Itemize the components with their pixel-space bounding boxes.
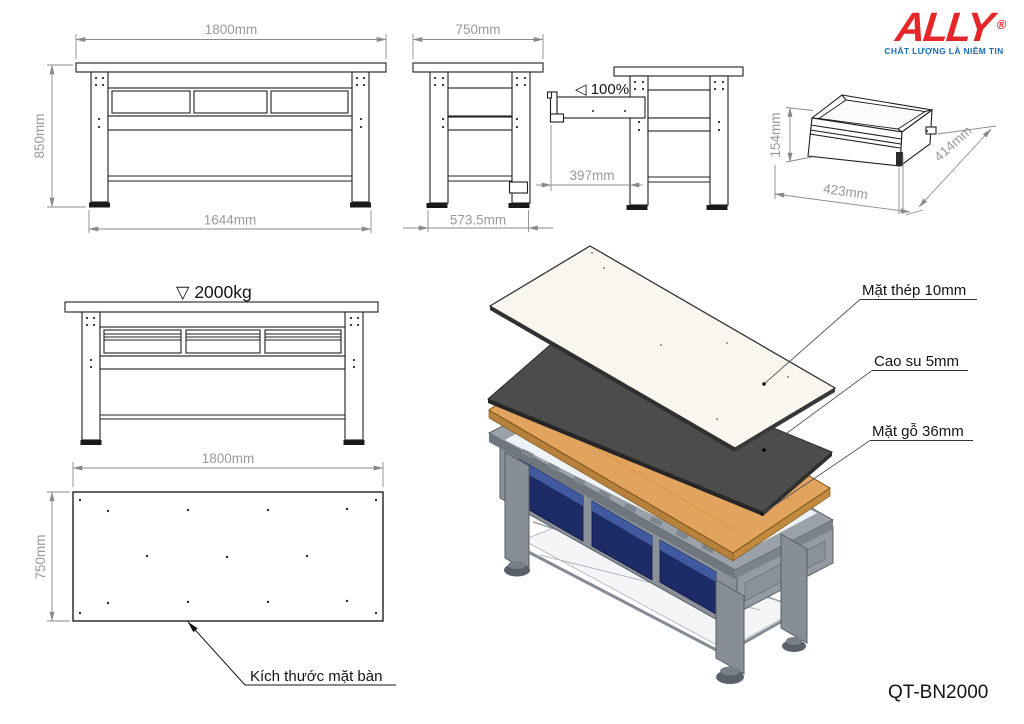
svg-text:750mm: 750mm: [455, 22, 500, 37]
brand-tagline: CHẤT LƯỢNG LÀ NIỀM TIN: [884, 46, 1004, 56]
svg-text:573.5mm: 573.5mm: [450, 213, 506, 228]
svg-text:1644mm: 1644mm: [204, 213, 257, 228]
leveling-foot: [350, 202, 371, 208]
svg-text:154mm: 154mm: [768, 112, 783, 157]
rubber-callout: Cao su 5mm: [762, 353, 968, 452]
dim-side-foot-span: 573.5mm: [403, 210, 553, 232]
bolt-holes: [85, 316, 360, 369]
leveling-foot: [343, 440, 365, 445]
model-code: QT-BN2000: [888, 682, 988, 703]
screw-holes: [78, 498, 378, 615]
bolt-holes: [94, 76, 366, 129]
leveling-foot: [706, 205, 728, 210]
extension-percent-label: ◁ 100%: [575, 81, 629, 98]
steel-layer-label: Mặt thép 10mm: [862, 282, 966, 299]
bolt-holes: [633, 80, 725, 132]
bench-leg: [504, 451, 530, 577]
leveling-foot: [80, 440, 102, 445]
leveling-foot: [426, 203, 448, 208]
tabletop-note-callout: Kích thước mặt bàn: [187, 621, 396, 686]
screw-holes: [590, 251, 790, 421]
drawer-slides: [520, 448, 715, 554]
steel-callout: Mặt thép 10mm: [762, 282, 977, 386]
extended-drawer: [546, 91, 646, 123]
svg-text:750mm: 750mm: [33, 534, 48, 579]
load-capacity-view: ▽ 2000kg: [64, 282, 379, 445]
wood-callout: Mặt gỗ 36mm: [760, 423, 973, 516]
rubber-layer: [487, 338, 833, 516]
bench-leg: [780, 533, 808, 652]
dim-extension: 397mm: [536, 125, 643, 191]
wood-layer-label: Mặt gỗ 36mm: [872, 423, 964, 440]
svg-text:1800mm: 1800mm: [202, 451, 255, 466]
leveling-foot: [508, 203, 530, 208]
dim-drawer-width: 423mm: [774, 156, 911, 214]
front-view-drawing: 1800mm 850mm 1644mm: [32, 22, 387, 233]
tabletop-plan-view: 1800mm 750mm Kích thước mặt bàn: [33, 451, 396, 686]
drawer-fronts: [103, 329, 342, 354]
exploded-assembly-view: Mặt thép 10mm Cao su 5mm Mặt gỗ 36mm: [487, 245, 977, 684]
rubber-layer-label: Cao su 5mm: [874, 353, 959, 370]
dim-front-foot-span: 1644mm: [88, 210, 372, 233]
drawer-front: [591, 500, 653, 581]
dim-front-height: 850mm: [32, 64, 86, 208]
leveling-foot: [89, 202, 110, 208]
svg-text:397mm: 397mm: [569, 168, 614, 183]
svg-text:1800mm: 1800mm: [205, 22, 258, 37]
side-view-drawing: 750mm 573.5mm: [403, 22, 553, 232]
brand-name: ALLY®: [893, 4, 1008, 50]
svg-text:414mm: 414mm: [931, 123, 974, 164]
tabletop-note-label: Kích thước mặt bàn: [250, 668, 382, 685]
dim-top-depth: 750mm: [33, 491, 70, 622]
load-capacity-label: ▽ 2000kg: [176, 282, 252, 302]
dim-top-width: 1800mm: [72, 451, 384, 487]
bolt-holes: [433, 76, 527, 129]
dim-front-top-width: 1800mm: [75, 22, 387, 59]
drawer-extended-view: ◁ 100% 397mm: [536, 66, 744, 210]
dim-drawer-height: 154mm: [768, 106, 814, 163]
dim-side-top-width: 750mm: [412, 22, 544, 59]
registered-mark: ®: [995, 17, 1008, 32]
svg-text:850mm: 850mm: [32, 113, 47, 158]
bench-leg: [715, 579, 745, 684]
brand-logo: ALLY® CHẤT LƯỢNG LÀ NIỀM TIN: [874, 4, 1014, 56]
leveling-foot: [626, 205, 648, 210]
svg-text:423mm: 423mm: [822, 181, 869, 202]
steel-layer: [488, 245, 837, 452]
slide-rail-tab: [896, 152, 903, 166]
drawer-box-view: 154mm 423mm 414mm: [768, 94, 997, 216]
